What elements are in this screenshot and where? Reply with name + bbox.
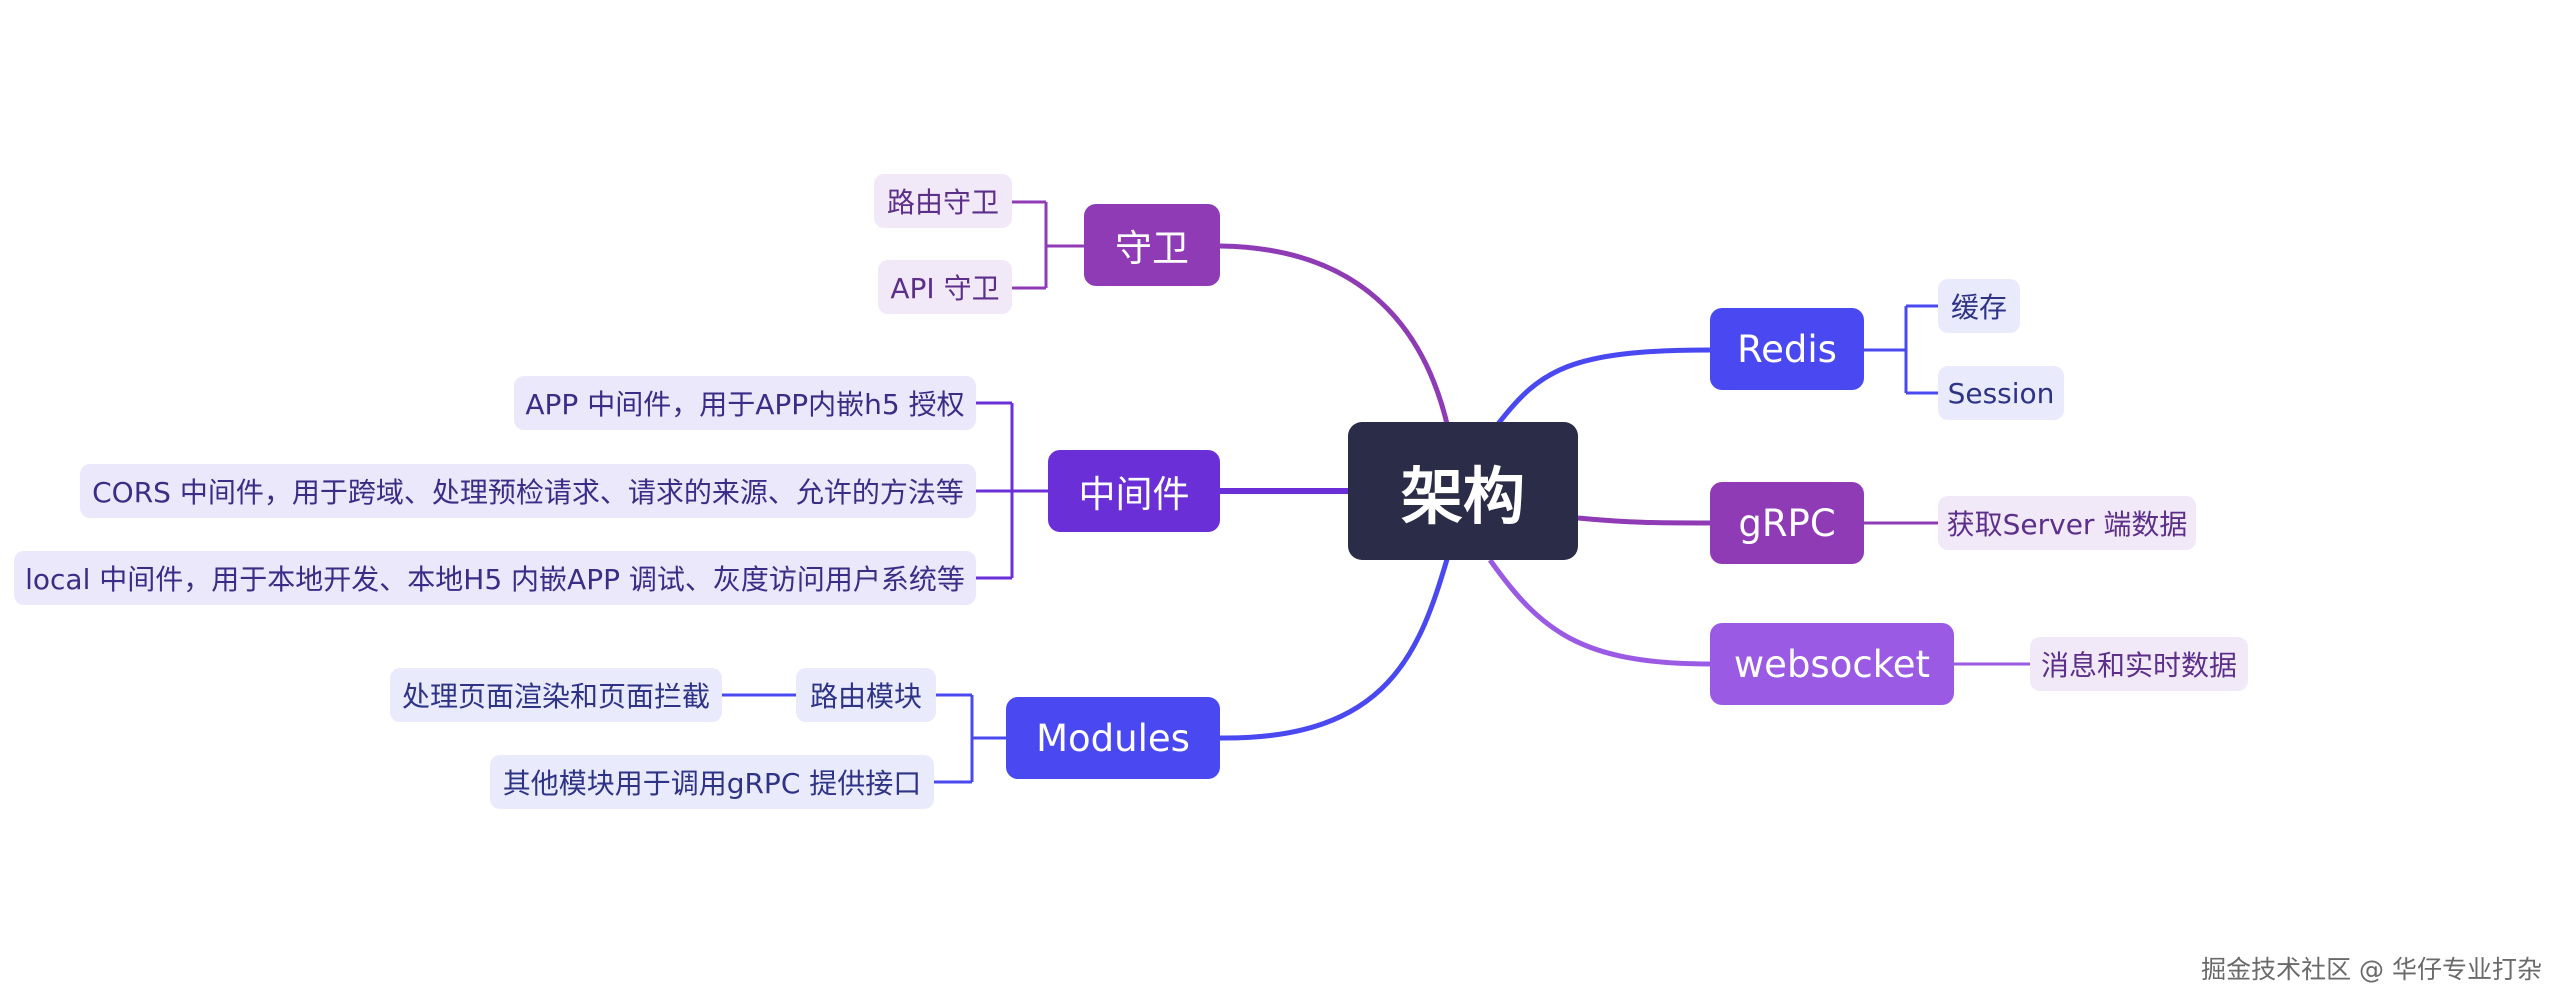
connector-root-guard — [1219, 243, 1451, 429]
leaf-cache[interactable]: 缓存 — [1938, 279, 2020, 333]
connector-guard-children — [1012, 200, 1084, 290]
leaf-other-modules[interactable]: 其他模块用于调用gRPC 提供接口 — [490, 755, 934, 809]
branch-guard[interactable]: 守卫 — [1084, 204, 1220, 286]
leaf-app-middleware[interactable]: APP 中间件，用于APP内嵌h5 授权 — [514, 376, 976, 430]
leaf-cors-middleware[interactable]: CORS 中间件，用于跨域、处理预检请求、请求的来源、允许的方法等 — [80, 464, 976, 518]
leaf-route-module[interactable]: 路由模块 — [796, 668, 936, 722]
leaf-session[interactable]: Session — [1938, 366, 2064, 420]
watermark: 掘金技术社区 @ 华仔专业打杂 — [2201, 955, 2542, 984]
branch-grpc[interactable]: gRPC — [1710, 482, 1864, 564]
branch-redis[interactable]: Redis — [1710, 308, 1864, 390]
leaf-local-middleware[interactable]: local 中间件，用于本地开发、本地H5 内嵌APP 调试、灰度访问用户系统等 — [14, 551, 976, 605]
connector-middleware-children — [976, 401, 1048, 580]
leaf-fetch-server-data[interactable]: 获取Server 端数据 — [1938, 496, 2196, 550]
connector-root-redis — [1496, 347, 1711, 426]
leaf-api-guard[interactable]: API 守卫 — [878, 260, 1012, 314]
connector-redis-children — [1864, 304, 1938, 395]
leaf-route-guard[interactable]: 路由守卫 — [874, 174, 1012, 228]
connector-root-grpc — [1577, 515, 1711, 526]
branch-middleware[interactable]: 中间件 — [1048, 450, 1220, 532]
leaf-route-module-detail[interactable]: 处理页面渲染和页面拦截 — [390, 668, 722, 722]
root-node[interactable]: 架构 — [1348, 422, 1578, 560]
connector-root-modules — [1219, 555, 1451, 741]
leaf-realtime-data[interactable]: 消息和实时数据 — [2030, 637, 2248, 691]
branch-modules[interactable]: Modules — [1006, 697, 1220, 779]
connector-modules-children — [934, 693, 1006, 784]
connector-root-websocket — [1487, 558, 1711, 667]
branch-websocket[interactable]: websocket — [1710, 623, 1954, 705]
